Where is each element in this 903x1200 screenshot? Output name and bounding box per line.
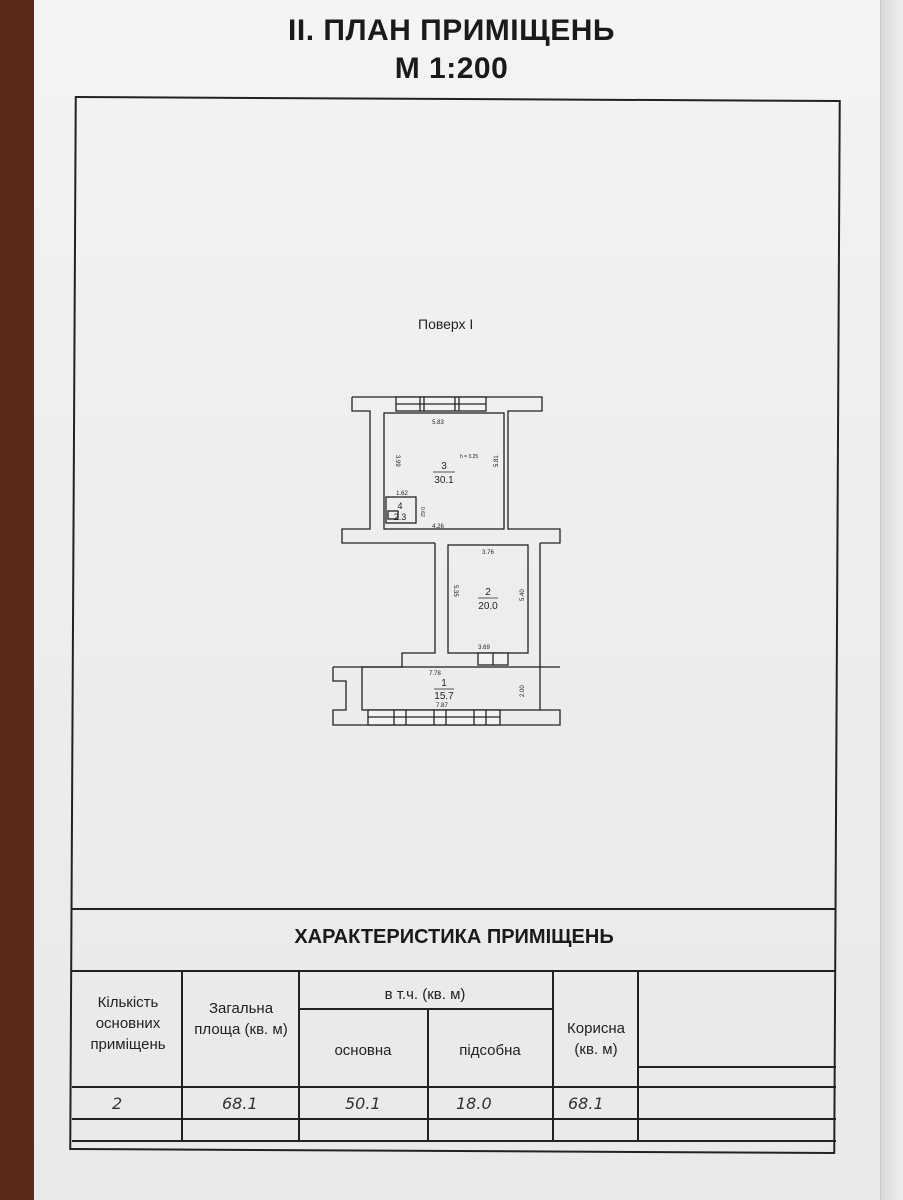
room-4-number: 4 bbox=[397, 501, 402, 511]
page-edge bbox=[880, 0, 903, 1200]
dim-583: 5.83 bbox=[432, 420, 444, 426]
room-3-outline bbox=[383, 412, 505, 530]
dim-581: 5.81 bbox=[494, 455, 500, 467]
table-header-top bbox=[72, 970, 836, 972]
col-divider-1 bbox=[181, 970, 183, 1140]
header-included: в т.ч. (кв. м) bbox=[384, 986, 466, 1003]
wall-outline-lower bbox=[332, 667, 561, 726]
dim-787: 7.87 bbox=[436, 703, 448, 709]
value-main: 50.1 bbox=[345, 1094, 381, 1113]
room-4-outline bbox=[385, 496, 417, 524]
dim-540: 5.40 bbox=[520, 589, 526, 601]
room-2-area: 20.0 bbox=[478, 601, 498, 612]
dim-426: 4.26 bbox=[432, 524, 444, 530]
wall-outline-left-upper bbox=[341, 397, 435, 544]
subheader-divider bbox=[298, 1008, 552, 1010]
header-aux: підсобна bbox=[459, 1042, 521, 1059]
dim-200: 2.00 bbox=[520, 685, 526, 697]
wall-left-middle bbox=[333, 543, 436, 668]
value-count: 2 bbox=[112, 1094, 123, 1113]
table-bottom bbox=[72, 1140, 836, 1142]
col-divider-5 bbox=[637, 970, 639, 1140]
room-3-area: 30.1 bbox=[434, 475, 454, 486]
col-divider-3 bbox=[427, 1008, 429, 1140]
room-1-outline bbox=[361, 666, 541, 711]
dim-399: 3.99 bbox=[394, 455, 400, 467]
dim-376: 3.76 bbox=[482, 550, 494, 556]
dim-062: 0.62 bbox=[419, 507, 425, 517]
value-aux: 18.0 bbox=[456, 1094, 492, 1113]
wall-right-middle bbox=[539, 543, 560, 668]
right-divider bbox=[637, 1066, 836, 1068]
dim-369: 3.69 bbox=[478, 645, 490, 651]
room-3-number: 3 bbox=[441, 461, 447, 472]
dim-535: 5.35 bbox=[452, 585, 458, 597]
scale-label: М 1:200 bbox=[394, 52, 509, 85]
header-total: Загальна площа (кв. м) bbox=[194, 1000, 288, 1038]
dim-162: 1.62 bbox=[396, 491, 408, 497]
characteristics-title: ХАРАКТЕРИСТИКА ПРИМІЩЕНЬ bbox=[294, 926, 614, 948]
header-count: Кількість основних приміщень bbox=[90, 994, 166, 1053]
value-total: 68.1 bbox=[222, 1094, 258, 1113]
row-bottom bbox=[72, 1118, 836, 1120]
room-4-fixture bbox=[387, 510, 399, 520]
floor-label: Поверх I bbox=[418, 316, 474, 332]
value-useful: 68.1 bbox=[568, 1094, 604, 1113]
document-sheet bbox=[34, 0, 903, 1200]
wall-outline-right-upper bbox=[352, 396, 561, 544]
table-top-border bbox=[72, 908, 836, 910]
ceiling-height: h = 3.25 bbox=[460, 454, 478, 460]
col-divider-4 bbox=[552, 970, 554, 1140]
room-4-area: 2.3 bbox=[394, 512, 407, 522]
room-1-number: 1 bbox=[441, 678, 447, 689]
header-bottom bbox=[72, 1086, 836, 1088]
header-main: основна bbox=[334, 1042, 392, 1059]
room-2-outline bbox=[447, 544, 529, 654]
header-useful: Корисна (кв. м) bbox=[567, 1020, 625, 1058]
floor-plan: 3 30.1 h = 3.25 5.83 3.99 5.81 1.62 0.62… bbox=[332, 396, 561, 726]
room-1-area: 15.7 bbox=[434, 691, 454, 702]
dim-778: 7.78 bbox=[429, 671, 441, 677]
col-divider-2 bbox=[298, 970, 300, 1140]
page-title: II. ПЛАН ПРИМІЩЕНЬ bbox=[288, 14, 615, 47]
room-2-number: 2 bbox=[485, 587, 491, 598]
